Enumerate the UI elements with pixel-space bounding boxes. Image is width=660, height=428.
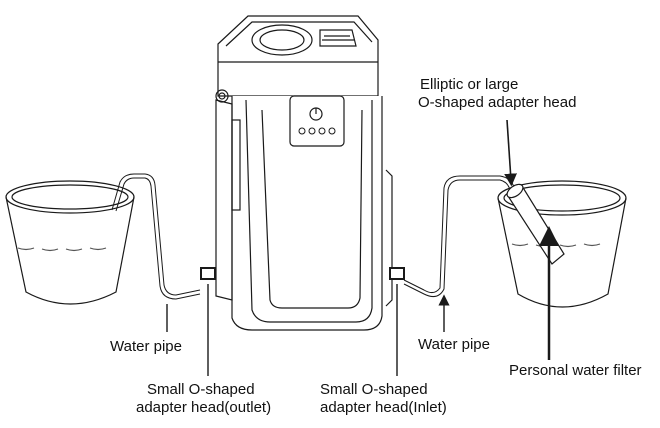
inlet-adapter-label-line1: Small O-shaped	[320, 381, 428, 398]
water-pipe-right-label: Water pipe	[418, 336, 490, 353]
water-pump-device	[215, 15, 393, 331]
outlet-adapter-label-line1: Small O-shaped	[147, 381, 255, 398]
left-cup	[5, 180, 135, 305]
indicator-dot	[308, 127, 316, 135]
left-water-pipe	[111, 173, 201, 300]
right-water-pipe	[403, 175, 515, 298]
personal-water-filter-label: Personal water filter	[509, 362, 642, 379]
outlet-adapter-head	[200, 267, 216, 280]
indicator-dot	[328, 127, 336, 135]
indicator-dot	[318, 127, 326, 135]
indicator-dots	[298, 127, 336, 135]
water-pipe-left-label: Water pipe	[110, 338, 182, 355]
outlet-adapter-label-line2: adapter head(outlet)	[136, 399, 272, 416]
personal-water-filter	[506, 183, 565, 265]
elliptic-adapter-label-line1: Elliptic or large	[420, 76, 519, 93]
indicator-dot	[298, 127, 306, 135]
elliptic-adapter-label-line2: O-shaped adapter head	[418, 94, 577, 111]
elliptic-adapter-arrow	[504, 119, 517, 187]
inlet-adapter-label-line2: adapter head(Inlet)	[320, 399, 447, 416]
inlet-adapter-head	[389, 267, 405, 280]
